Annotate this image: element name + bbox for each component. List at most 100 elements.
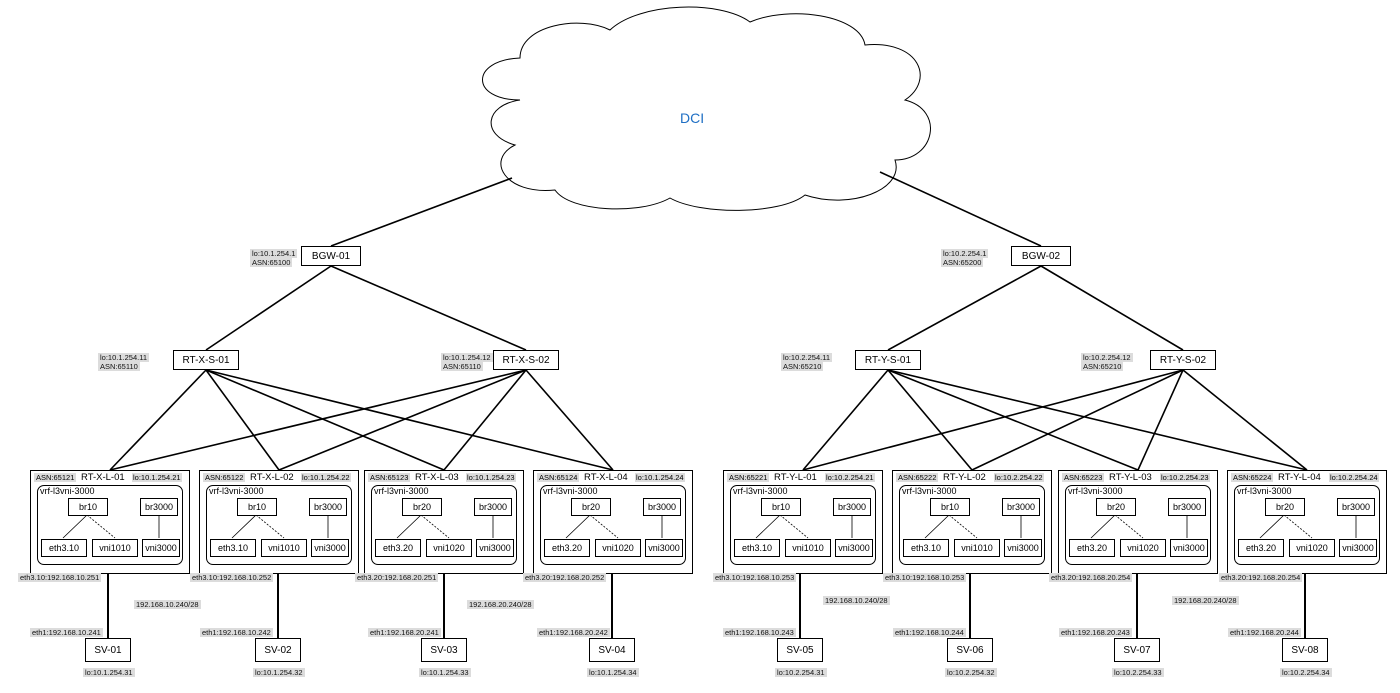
- br3000-box: br3000: [643, 498, 681, 516]
- bridge-port-link: [589, 514, 619, 539]
- leaf-eth-ip-label: eth3.10:192.168.10.253: [883, 573, 967, 582]
- leaf-asn-label: ASN:65121: [34, 473, 77, 482]
- server-eth1-label: eth1:192.168.20.243: [1059, 628, 1132, 637]
- server-node: SV-01: [85, 638, 131, 662]
- server-node: SV-06: [947, 638, 993, 662]
- server-lo-label: lo:10.2.254.31: [775, 668, 827, 677]
- leaf-asn-label: ASN:65224: [1231, 473, 1274, 482]
- vni-port-box: vni1020: [595, 539, 641, 557]
- bridge-port-link: [231, 514, 257, 539]
- bridge-box: br10: [237, 498, 277, 516]
- leaf-name: RT-Y-L-04: [1278, 472, 1321, 483]
- br3000-box: br3000: [1337, 498, 1375, 516]
- vrf-links: [396, 514, 494, 539]
- vni3000-box: vni3000: [1170, 539, 1208, 557]
- leaf-lo-label: lo:10.2.254.24: [1329, 473, 1379, 482]
- server-lo-label: lo:10.2.254.32: [945, 668, 997, 677]
- spine-leaf-link: [802, 369, 1184, 471]
- bgw-asn-label: ASN:65200: [941, 258, 984, 267]
- vni-port-box: vni1010: [954, 539, 1000, 557]
- bridge-port-link: [86, 514, 116, 539]
- server-lo-label: lo:10.1.254.33: [419, 668, 471, 677]
- br3000-box: br3000: [1168, 498, 1206, 516]
- vni3000-box: vni3000: [835, 539, 873, 557]
- server-eth1-label: eth1:192.168.20.241: [368, 628, 441, 637]
- leaf-name: RT-X-L-04: [584, 472, 628, 483]
- leaf-asn-label: ASN:65221: [727, 473, 770, 482]
- leaf-name: RT-Y-L-01: [774, 472, 817, 483]
- eth-port-box: eth3.20: [375, 539, 421, 557]
- leaf-eth-ip-label: eth3.10:192.168.10.251: [18, 573, 102, 582]
- vrf-label: vrf-l3vni-3000: [209, 486, 264, 496]
- leaf-lo-label: lo:10.2.254.22: [994, 473, 1044, 482]
- eth-port-box: eth3.10: [41, 539, 87, 557]
- spine-leaf-link: [971, 369, 1184, 471]
- br3000-box: br3000: [1002, 498, 1040, 516]
- vni-port-box: vni1010: [785, 539, 831, 557]
- bgw01-spine-link: [205, 265, 332, 351]
- leaf-lo-label: lo:10.2.254.23: [1160, 473, 1210, 482]
- br3000-box: br3000: [309, 498, 347, 516]
- server-lo-label: lo:10.2.254.34: [1280, 668, 1332, 677]
- leaf-node: ASN:65224 RT-Y-L-04 lo:10.2.254.24 vrf-l3vn…: [1227, 470, 1387, 574]
- leaf-asn-label: ASN:65123: [368, 473, 411, 482]
- spine-leaf-link: [443, 369, 527, 471]
- cloud-bgw01-link: [330, 177, 513, 247]
- spine-leaf-link: [802, 369, 889, 471]
- bridge-box: br20: [571, 498, 611, 516]
- bridge-box: br10: [68, 498, 108, 516]
- eth-port-box: eth3.10: [210, 539, 256, 557]
- bridge-port-link: [755, 514, 781, 539]
- leaf-eth-ip-label: eth3.10:192.168.10.253: [713, 573, 797, 582]
- server-node: SV-03: [421, 638, 467, 662]
- spine-leaf-link: [205, 369, 614, 471]
- bgw-lo-label: lo:10.1.254.1: [250, 249, 298, 258]
- bridge-port-link: [396, 514, 422, 539]
- vrf-label: vrf-l3vni-3000: [902, 486, 957, 496]
- server-eth1-label: eth1:192.168.20.242: [537, 628, 610, 637]
- spine-leaf-link: [887, 369, 1308, 471]
- leaf-lo-label: lo:10.1.254.23: [466, 473, 516, 482]
- leaf-name: RT-X-L-03: [415, 472, 459, 483]
- leaf-asn-label: ASN:65124: [537, 473, 580, 482]
- leaf-node: ASN:65221 RT-Y-L-01 lo:10.2.254.21 vrf-l3vn…: [723, 470, 883, 574]
- vrf-label: vrf-l3vni-3000: [733, 486, 788, 496]
- leaf-lo-label: lo:10.2.254.21: [825, 473, 875, 482]
- server-node: SV-02: [255, 638, 301, 662]
- bridge-port-link: [779, 514, 809, 539]
- leaf-name: RT-Y-L-02: [943, 472, 986, 483]
- server-lo-label: lo:10.2.254.33: [1112, 668, 1164, 677]
- server-lo-label: lo:10.1.254.31: [83, 668, 135, 677]
- spine-lo-label: lo:10.1.254.12: [441, 353, 493, 362]
- bridge-port-link: [1283, 514, 1313, 539]
- vrf-label: vrf-l3vni-3000: [1068, 486, 1123, 496]
- spine-leaf-link: [1182, 369, 1308, 471]
- spine-node: RT-X-S-02: [493, 350, 559, 370]
- server-node: SV-04: [589, 638, 635, 662]
- vrf-label: vrf-l3vni-3000: [543, 486, 598, 496]
- bridge-box: br20: [1265, 498, 1305, 516]
- leaf-lo-label: lo:10.1.254.22: [301, 473, 351, 482]
- server-eth1-label: eth1:192.168.10.244: [893, 628, 966, 637]
- br3000-box: br3000: [140, 498, 178, 516]
- server-eth1-label: eth1:192.168.10.241: [30, 628, 103, 637]
- br3000-box: br3000: [474, 498, 512, 516]
- spine-leaf-link: [887, 369, 1139, 471]
- br3000-box: br3000: [833, 498, 871, 516]
- leaf-name: RT-X-L-02: [250, 472, 294, 483]
- leaf-eth-ip-label: eth3.20:192.168.20.252: [523, 573, 607, 582]
- subnet-label: 192.168.20.240/28: [467, 600, 534, 609]
- vrf-label: vrf-l3vni-3000: [1237, 486, 1292, 496]
